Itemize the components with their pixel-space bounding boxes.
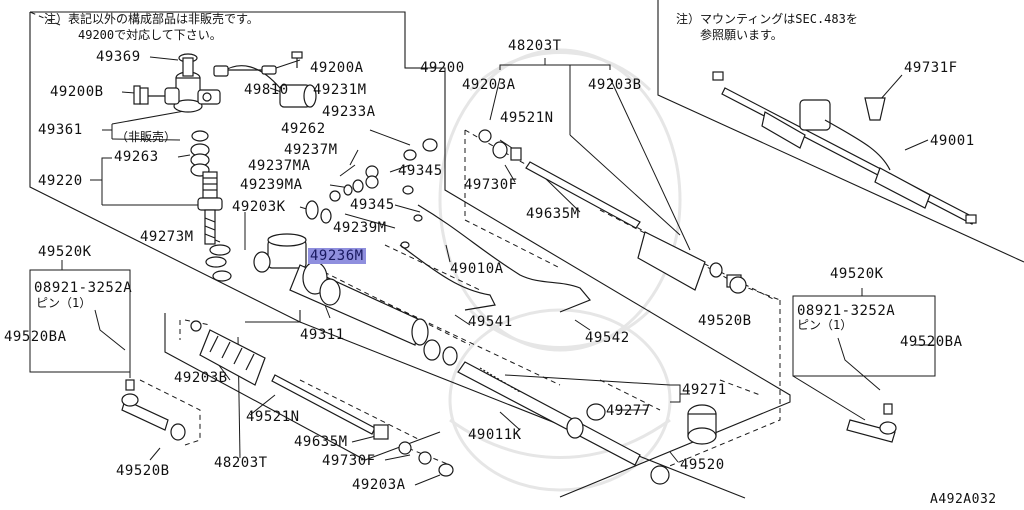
leader-lines (29, 56, 936, 486)
part-label-49345-lower[interactable]: 49345 (350, 197, 395, 213)
seal-stack (190, 130, 210, 177)
cylinder-tube (423, 339, 458, 366)
part-label-49239M[interactable]: 49239M (333, 220, 387, 236)
steering-assembly-overview (712, 71, 977, 225)
part-label-49520B-left[interactable]: 49520B (116, 463, 170, 479)
bolt-49200A (291, 51, 303, 68)
solenoid-valve (213, 65, 317, 108)
figure-code: A492A032 (930, 492, 997, 507)
part-label-48203T-top[interactable]: 48203T (508, 38, 562, 54)
part-label-49345-upper[interactable]: 49345 (398, 163, 443, 179)
tie-rod-top (478, 129, 742, 291)
rack-bar (457, 361, 670, 485)
part-label-49273M[interactable]: 49273M (140, 229, 194, 245)
watermark-emblem (438, 48, 682, 492)
part-label-49263[interactable]: 49263 (114, 149, 159, 165)
part-label-49277[interactable]: 49277 (606, 403, 651, 419)
part-label-49233A[interactable]: 49233A (322, 104, 376, 120)
part-label-49520B-right[interactable]: 49520B (698, 313, 752, 329)
tie-rod-end-right (846, 403, 897, 443)
bolt-number-left[interactable]: 08921-3252A (34, 280, 133, 296)
bolt-number-right[interactable]: 08921-3252A (797, 303, 896, 319)
part-label-49361[interactable]: 49361 (38, 122, 83, 138)
part-label-49262[interactable]: 49262 (281, 121, 326, 137)
part-label-49520K-right[interactable]: 49520K (830, 266, 884, 282)
part-label-49237M[interactable]: 49237M (284, 142, 338, 158)
gear-housing-main (253, 233, 429, 346)
part-label-49200A[interactable]: 49200A (310, 60, 364, 76)
part-label-49542[interactable]: 49542 (585, 330, 630, 346)
part-label-49521N-bottom[interactable]: 49521N (246, 409, 300, 425)
part-label-49203K[interactable]: 49203K (232, 199, 286, 215)
pin-qty-right: ピン（1） (797, 318, 853, 332)
tie-rod-end-left (121, 379, 186, 441)
not-for-sale-tag: （非販売） (116, 130, 177, 144)
part-label-49237MA[interactable]: 49237MA (248, 158, 311, 174)
part-label-49730F-top[interactable]: 49730F (464, 177, 518, 193)
part-label-49520K-left[interactable]: 49520K (38, 244, 92, 260)
part-label-49203B-bottom[interactable]: 49203B (174, 370, 228, 386)
pipe-49542 (417, 204, 591, 313)
highlighted-part-49236M[interactable]: 49236M (308, 248, 366, 264)
part-label-49236M-highlighted[interactable]: 49236M (308, 248, 366, 264)
part-label-49271[interactable]: 49271 (682, 382, 727, 398)
group-boundary-lines (29, 0, 1024, 499)
part-label-49369[interactable]: 49369 (96, 49, 141, 65)
part-label-49520BA-left[interactable]: 49520BA (4, 329, 67, 345)
part-label-49231M[interactable]: 49231M (313, 82, 367, 98)
part-label-49200[interactable]: 49200 (420, 60, 465, 76)
part-label-49635M-top[interactable]: 49635M (526, 206, 580, 222)
note-use-49200: 49200で対応して下さい。 (78, 28, 222, 42)
note-mounting-ref: 注）マウンティングはSEC.483を (676, 12, 858, 26)
part-drawings (121, 51, 977, 485)
part-label-48203T-bottom[interactable]: 48203T (214, 455, 268, 471)
part-label-49731F[interactable]: 49731F (904, 60, 958, 76)
gear-housing-top (139, 53, 221, 113)
part-label-49311[interactable]: 49311 (300, 327, 345, 343)
part-label-49520BA-right[interactable]: 49520BA (900, 334, 963, 350)
part-label-49220[interactable]: 49220 (38, 173, 83, 189)
tie-rod-bottom (190, 320, 454, 477)
pin-qty-left: ピン（1） (36, 296, 92, 310)
part-label-49200B[interactable]: 49200B (50, 84, 104, 100)
pinion-shaft (197, 171, 223, 245)
part-label-49011K[interactable]: 49011K (468, 427, 522, 443)
part-label-49203B-top[interactable]: 49203B (588, 77, 642, 93)
pipe-49541 (399, 244, 496, 311)
part-label-49541[interactable]: 49541 (468, 314, 513, 330)
part-label-49521N-top[interactable]: 49521N (500, 110, 554, 126)
part-label-49730F-bottom[interactable]: 49730F (322, 453, 376, 469)
part-label-49810[interactable]: 49810 (244, 82, 289, 98)
rubber-bush-49520 (687, 404, 717, 445)
part-label-49001[interactable]: 49001 (930, 133, 975, 149)
part-label-49203A-top[interactable]: 49203A (462, 77, 516, 93)
note-refer: 参照願います。 (700, 28, 783, 42)
part-label-49635M-bottom[interactable]: 49635M (294, 434, 348, 450)
part-label-49520[interactable]: 49520 (680, 457, 725, 473)
part-label-49239MA[interactable]: 49239MA (240, 177, 303, 193)
note-not-for-sale: 注）表記以外の構成部品は非販売です。 (44, 12, 259, 26)
part-label-49010A[interactable]: 49010A (450, 261, 504, 277)
part-label-49203A-bottom[interactable]: 49203A (352, 477, 406, 493)
